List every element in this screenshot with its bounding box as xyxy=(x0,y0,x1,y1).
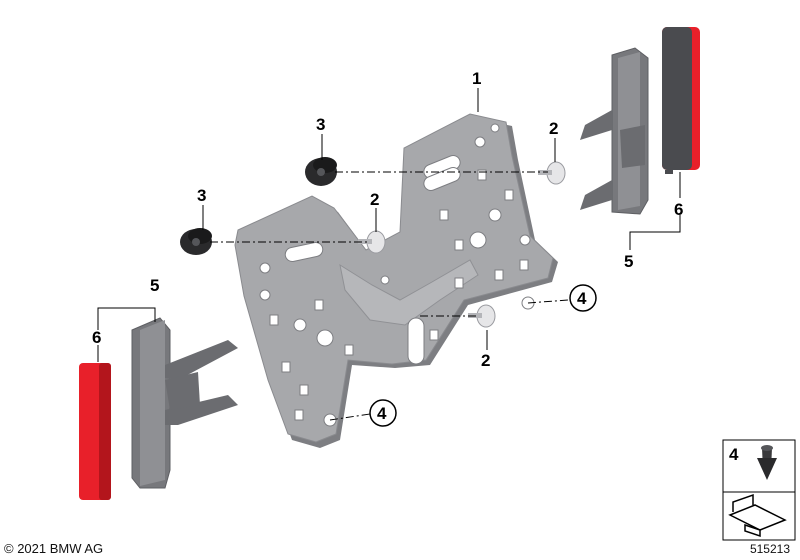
reflector-left[interactable] xyxy=(79,363,111,500)
svg-text:4: 4 xyxy=(577,289,587,308)
license-plate-bracket[interactable] xyxy=(234,113,558,448)
diagram-id: 515213 xyxy=(749,542,790,556)
nut-upper[interactable] xyxy=(305,157,337,186)
rivet-icon xyxy=(757,445,777,480)
callout-part-2-upper: 2 xyxy=(549,119,558,138)
nut-lower[interactable] xyxy=(180,228,212,255)
callout-part-2-lower: 2 xyxy=(481,351,490,370)
panel-icon xyxy=(728,493,787,538)
callout-part-1: 1 xyxy=(472,69,481,88)
reflector-holder-left[interactable] xyxy=(131,317,238,489)
callout-part-6-left: 6 xyxy=(92,328,101,347)
copyright-text: © 2021 BMW AG xyxy=(4,541,104,556)
callout-part-3-lower: 3 xyxy=(197,186,206,205)
screw-upper-right[interactable] xyxy=(538,161,566,185)
leader-lines xyxy=(97,88,681,362)
svg-text:4: 4 xyxy=(377,404,387,423)
callout-part-2-middle: 2 xyxy=(370,190,379,209)
callout-part-3-upper: 3 xyxy=(316,115,325,134)
legend-item-number: 4 xyxy=(729,445,739,464)
callout-part-5-left: 5 xyxy=(150,276,159,295)
callout-part-4-right: 4 xyxy=(569,284,597,312)
assembly-lines xyxy=(210,171,569,421)
callout-part-5-right: 5 xyxy=(624,252,633,271)
callout-part-4-left: 4 xyxy=(369,399,397,427)
callout-part-6-right: 6 xyxy=(674,200,683,219)
reflector-right[interactable] xyxy=(662,27,700,174)
legend-box: 4 xyxy=(722,439,796,541)
reflector-holder-right[interactable] xyxy=(580,47,649,215)
